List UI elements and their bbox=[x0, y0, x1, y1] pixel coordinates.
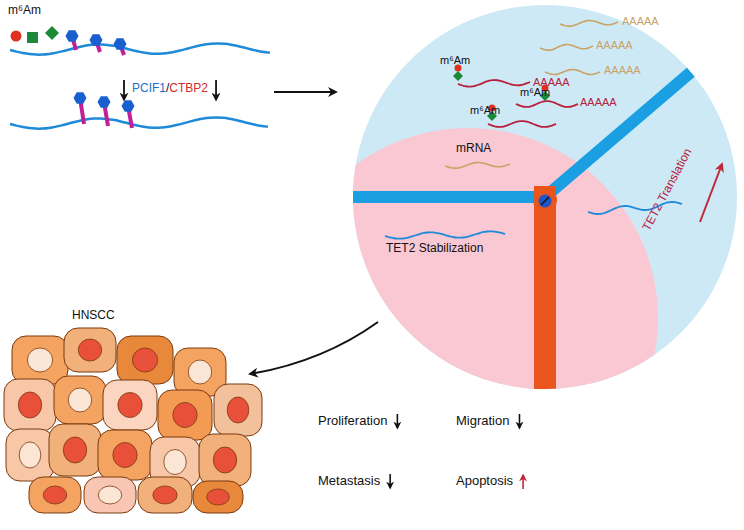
pivot-dot bbox=[539, 195, 552, 208]
tumor-cell bbox=[138, 477, 192, 513]
hexagon-sugar bbox=[98, 96, 111, 107]
tumor-cell bbox=[117, 336, 173, 384]
rna-strand bbox=[458, 80, 530, 87]
decrease-arrow bbox=[215, 80, 217, 100]
tumor-cell bbox=[199, 434, 251, 486]
decrease-arrow bbox=[519, 414, 521, 428]
flow-arrow bbox=[274, 91, 336, 93]
tumor-cell bbox=[193, 481, 243, 513]
rna-strand bbox=[516, 101, 578, 107]
rna-strand bbox=[10, 44, 270, 55]
cell-circle bbox=[278, 0, 744, 508]
annotation-label: m⁶Am bbox=[440, 54, 470, 67]
diamond-mark bbox=[45, 26, 59, 40]
rna-strand bbox=[488, 121, 556, 127]
enzyme-name: PCIF1 bbox=[132, 82, 166, 96]
tumor-cell bbox=[29, 477, 81, 513]
hexagon-sugar bbox=[114, 38, 127, 49]
flow-arrow bbox=[250, 322, 378, 374]
tumor-cell bbox=[6, 429, 54, 481]
decrease-arrow bbox=[389, 474, 391, 488]
increase-arrow bbox=[522, 475, 524, 489]
decrease-arrow bbox=[397, 414, 399, 428]
tumor-cell bbox=[54, 376, 106, 424]
tumor-cell bbox=[4, 379, 56, 431]
rna-strand bbox=[560, 21, 618, 27]
tumor-cell bbox=[158, 390, 212, 440]
enzyme-row: PCIF1/CTBP2 bbox=[132, 82, 208, 96]
rna-strand bbox=[545, 70, 600, 75]
hexagon-sugar bbox=[122, 100, 135, 111]
tumor-cell bbox=[103, 380, 157, 430]
annotation-label: AAAAA bbox=[580, 96, 617, 109]
hexagon-sugar bbox=[90, 34, 103, 45]
annotation-label: AAAAA bbox=[533, 76, 570, 89]
square-mark bbox=[27, 32, 38, 43]
hexagon-sugar bbox=[66, 30, 79, 41]
methyl-dot bbox=[11, 31, 22, 42]
rna-strand bbox=[445, 163, 510, 169]
annotation-label: mRNA bbox=[456, 142, 491, 156]
effect-label: Metastasis bbox=[318, 474, 380, 489]
rna-strand bbox=[540, 45, 593, 51]
tumor-cell bbox=[49, 424, 101, 476]
annotation-label: TET2 Stabilization bbox=[386, 242, 483, 256]
annotation-label: m⁶Am bbox=[470, 104, 500, 117]
decrease-arrow bbox=[123, 80, 125, 100]
hexagon-sugar bbox=[74, 92, 87, 103]
effect-label: Apoptosis bbox=[456, 474, 513, 489]
tumor-cell bbox=[84, 477, 136, 513]
diamond-mark bbox=[453, 71, 463, 81]
rna-strand bbox=[385, 231, 505, 238]
cancer-label: HNSCC bbox=[72, 309, 115, 323]
annotation-label: AAAAA bbox=[622, 15, 659, 28]
tumor-cell bbox=[214, 384, 262, 436]
annotation-label: AAAAA bbox=[596, 39, 633, 52]
tumor-cell bbox=[12, 336, 68, 384]
enzyme-name: CTBP2 bbox=[169, 82, 208, 96]
rna-strand bbox=[10, 118, 268, 129]
enzyme-name: / bbox=[166, 82, 169, 96]
effect-label: Proliferation bbox=[318, 414, 387, 429]
annotation-label: m⁶Am bbox=[8, 4, 41, 18]
annotation-label: AAAAA bbox=[604, 64, 641, 77]
effect-label: Migration bbox=[456, 414, 509, 429]
increase-arrow bbox=[700, 164, 722, 222]
tumor-cell bbox=[98, 430, 152, 480]
tumor-cell bbox=[64, 328, 116, 372]
